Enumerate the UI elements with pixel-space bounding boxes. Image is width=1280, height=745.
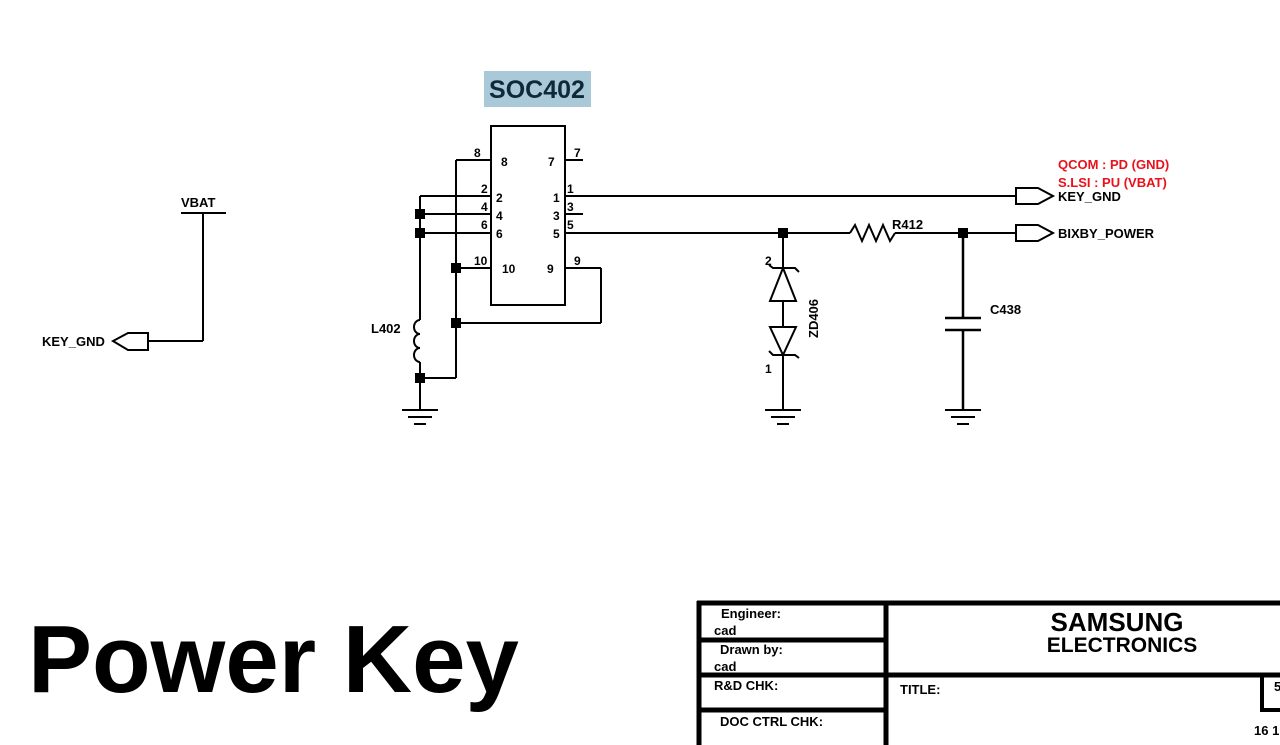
chip-pin-outer-8: 8 [474,146,481,160]
chip-pin-inner-9: 9 [547,262,554,276]
chip-pin-inner-7: 7 [548,155,555,169]
chip-pin-inner-1: 1 [553,191,560,205]
chip-pin-outer-4: 4 [481,200,488,214]
chip-pin-inner-10: 10 [502,262,516,276]
chip-name-highlight [484,71,591,107]
chip-pin-outer-7: 7 [574,146,581,160]
key-gnd-input-port [110,332,149,351]
chip-pin-outer-2: 2 [481,182,488,196]
vbat-label: VBAT [181,195,215,210]
company-logo-line1: SAMSUNG [1051,607,1184,637]
key-gnd-output-port [1015,187,1056,205]
chip-pin-outer-3: 3 [567,200,574,214]
chip-body [490,125,566,306]
chip-pin-outer-1: 1 [567,182,574,196]
zener-ref-label: ZD406 [806,299,821,338]
junction-dot [415,209,425,219]
junction-dot [451,318,461,328]
junction-dot [451,263,461,273]
engineer-label: Engineer: [721,606,781,621]
chip-pin-outer-9: 9 [574,254,581,268]
doc-ctrl-chk-label: DOC CTRL CHK: [720,714,823,729]
zener-diode [768,233,800,410]
key-gnd-output-label: KEY_GND [1058,189,1121,204]
resistor-zigzag [849,222,896,244]
chip-wiring [419,159,1016,410]
zener-pin-bottom: 1 [765,362,772,376]
resistor-ref-label: R412 [892,217,923,232]
chip-pin-outer-10: 10 [474,254,488,268]
company-logo-line2: ELECTRONICS [1047,634,1198,657]
chip-ref-label: SOC402 [489,76,585,104]
ground-symbol [765,409,801,425]
chip-pin-inner-5: 5 [553,227,560,241]
platform-note-qcom: QCOM : PD (GND) [1058,157,1169,172]
chip-pin-inner-2: 2 [496,191,503,205]
capacitor [945,233,981,410]
engineer-value: cad [714,623,736,638]
junction-dot [415,373,425,383]
drawn-by-label: Drawn by: [720,642,783,657]
title-block [696,600,1280,745]
page-title: Power Key [28,606,519,713]
title-field-label: TITLE: [900,682,940,697]
chip-pin-inner-6: 6 [496,227,503,241]
key-gnd-left-label: KEY_GND [42,334,105,349]
zener-pin-top: 2 [765,254,772,268]
chip-pin-outer-5: 5 [567,218,574,232]
bixby-power-output-port [1015,224,1056,242]
capacitor-ref-label: C438 [990,302,1021,317]
rd-chk-label: R&D CHK: [714,678,778,693]
junction-dot [415,228,425,238]
drawn-by-value: cad [714,659,736,674]
platform-note-slsi: S.LSI : PU (VBAT) [1058,175,1167,190]
inductor-ref-label: L402 [371,321,401,336]
chip-pin-inner-3: 3 [553,209,560,223]
inductor-coil [413,319,421,363]
page-number: 16 1 [1254,723,1279,738]
chip-pin-inner-8: 8 [501,155,508,169]
chip-pin-inner-4: 4 [496,209,503,223]
vbat-net [148,212,226,342]
chip-pin-outer-6: 6 [481,218,488,232]
corner-field-value: 5 [1274,679,1280,694]
ground-symbol [402,409,438,425]
bixby-power-output-label: BIXBY_POWER [1058,226,1155,241]
ground-symbol [945,409,981,425]
